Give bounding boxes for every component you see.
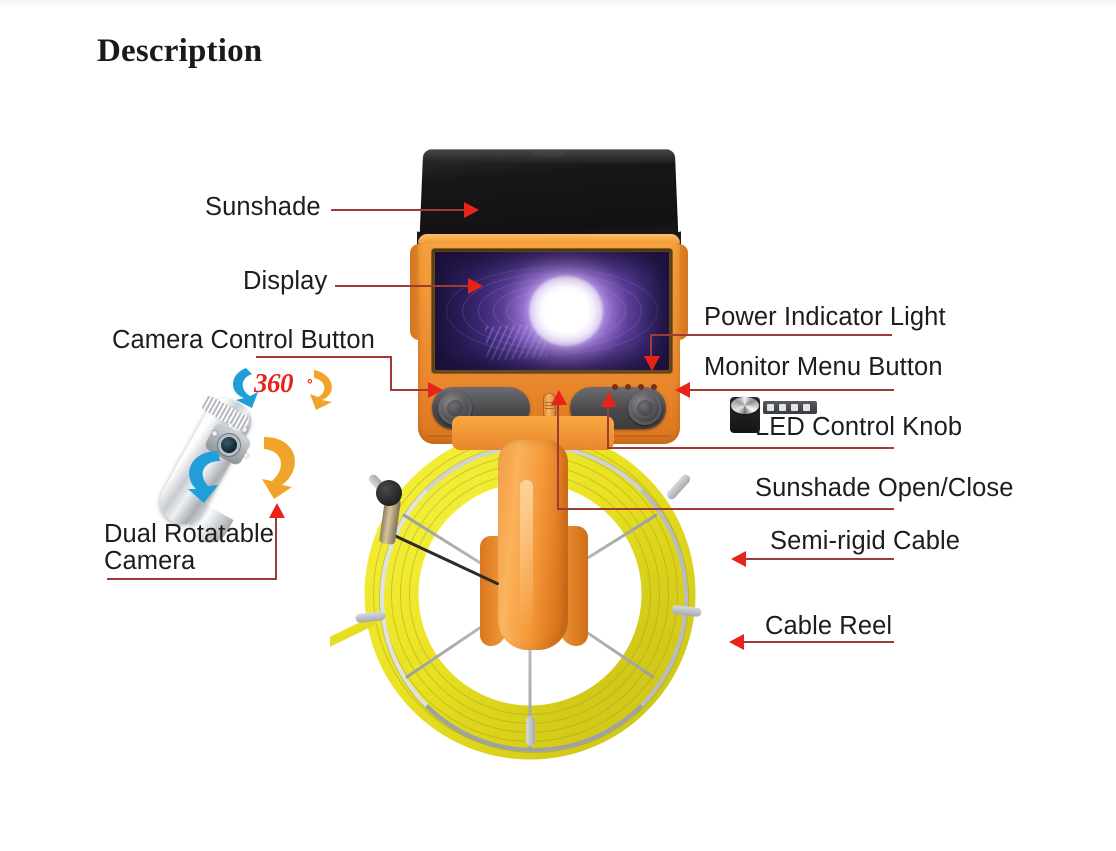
leader-sunshade [331,209,466,211]
arrow-cable-reel [729,634,744,650]
display-screen[interactable] [435,252,669,370]
cable-connector-knob [376,480,402,506]
arrow-semi-rigid-cable [731,551,746,567]
rotate-arrow-blue-icon [188,451,220,503]
power-indicator-light [612,384,664,393]
leader-pil-h [650,334,892,336]
led-control-knob[interactable] [730,397,760,433]
arrow-sunshade-open-close [551,390,567,405]
display-bezel [432,249,672,373]
leader-lck-h [607,447,894,449]
badge-arrow-orange-icon [310,370,332,410]
arrow-led-control-knob [601,392,617,407]
monitor-menu-button[interactable] [628,391,662,425]
leader-display [335,285,470,287]
top-edge-band [0,0,1116,7]
camera-led [228,423,233,428]
arrow-sunshade [464,202,479,218]
label-sunshade-open-close: Sunshade Open/Close [755,474,1014,502]
sunshade-notch [532,150,566,158]
page-title: Description [97,33,263,69]
reel-handle[interactable] [452,416,614,664]
handle-grip[interactable] [498,440,568,650]
arrow-camera-control-button [428,382,443,398]
leader-ccb-top [256,356,392,358]
monitor-body [418,234,817,444]
camera-lens [221,437,237,453]
leader-ccb-bottom [390,389,432,391]
display-vignette [435,252,669,370]
display-light-source [529,276,604,346]
label-drc-line1: Dual Rotatable [104,520,275,548]
badge-value: 360 [254,368,294,398]
label-camera-control-button: Camera Control Button [112,326,375,354]
arrow-power-indicator-light [644,356,660,371]
reel-clip [526,716,535,746]
leader-drc-bottom [107,578,277,580]
360-degree-badge: 360 ° [228,366,340,410]
camera-led [244,453,249,458]
camera-led [212,431,217,436]
led-indicator-strip [763,401,817,414]
badge-arrow-blue-icon [232,368,258,408]
arrow-display [468,278,483,294]
label-dual-rotatable-camera: Dual Rotatable Camera [104,520,304,576]
label-led-control-knob: LED Control Knob [755,413,963,441]
monitor-unit [410,148,817,448]
leader-pil-vert [650,334,652,358]
leader-semi-rigid-cable [746,558,894,560]
rotate-arrow-orange-icon [262,437,295,499]
camera-led [242,427,247,432]
leader-soc-h [557,508,894,510]
monitor-top-lip [418,234,680,243]
handle-highlight [520,480,533,630]
leader-cable-reel [744,641,894,643]
leader-lck-vert [607,406,609,447]
leader-soc-vert [557,404,559,508]
camera-rotation-arrows [188,437,295,503]
cable-reel [330,416,730,764]
label-cable-reel: Cable Reel [765,612,893,640]
label-power-indicator-light: Power Indicator Light [704,303,946,331]
arrow-dual-rotatable-camera [269,503,285,518]
label-drc-line2: Camera [104,547,196,576]
label-semi-rigid-cable: Semi-rigid Cable [770,527,961,555]
dual-rotatable-camera-head [152,391,326,550]
arrow-monitor-menu-button [675,382,690,398]
leader-mmb [690,389,894,391]
label-monitor-menu-button: Monitor Menu Button [704,353,943,381]
leader-drc-vert [275,517,277,578]
badge-degree-symbol: ° [307,376,313,392]
label-display: Display [243,267,328,295]
label-sunshade: Sunshade [205,193,321,221]
leader-ccb-vert [390,356,392,391]
